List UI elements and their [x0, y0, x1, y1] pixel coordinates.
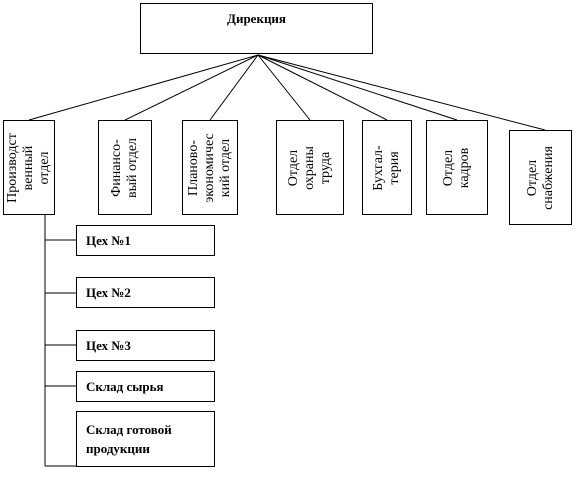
connector-line-accounting: [257, 54, 388, 121]
sub-label-shop1: Цех №1: [86, 233, 131, 248]
sub-label-raw-store: Склад сырья: [86, 379, 164, 394]
dept-label-production: Производст венный отдел: [5, 132, 52, 203]
dept-label-supply: Отдел снабжения: [524, 145, 556, 210]
connector-line-supply: [257, 54, 546, 131]
dept-box-planning: Планово- экономичес кий отдел: [182, 120, 238, 215]
dept-box-accounting: Бухгал- терия: [362, 120, 412, 215]
connector-line-planning: [209, 54, 259, 121]
sub-box-shop1: Цех №1: [76, 225, 215, 256]
sub-box-shop2: Цех №2: [76, 277, 215, 308]
dept-box-supply: Отдел снабжения: [509, 130, 572, 225]
sub-label-shop3: Цех №3: [86, 338, 131, 353]
dept-box-safety: Отдел охраны труда: [276, 120, 344, 215]
connector-line-hr: [257, 54, 458, 121]
dept-label-hr: Отдел кадров: [441, 147, 472, 188]
dept-label-planning: Планово- экономичес кий отдел: [186, 132, 233, 203]
dept-box-hr: Отдел кадров: [426, 120, 488, 215]
directorate-label: Дирекция: [227, 11, 286, 26]
sub-label-goods-store: Склад готовой продукции: [86, 422, 172, 456]
dept-box-production: Производст венный отдел: [3, 120, 55, 215]
sub-label-shop2: Цех №2: [86, 285, 131, 300]
dept-box-finance: Финансо- вый отдел: [98, 120, 152, 215]
sub-box-shop3: Цех №3: [76, 330, 215, 361]
sub-box-goods-store: Склад готовой продукции: [76, 411, 215, 467]
directorate-box: Дирекция: [140, 3, 373, 54]
dept-label-finance: Финансо- вый отдел: [109, 137, 140, 198]
connector-line-finance: [124, 54, 259, 121]
connector-line-production: [28, 54, 259, 121]
dept-label-accounting: Бухгал- терия: [371, 144, 402, 191]
connector-line-safety: [257, 54, 311, 121]
dept-label-safety: Отдел охраны труда: [286, 145, 333, 190]
sub-box-raw-store: Склад сырья: [76, 371, 215, 402]
